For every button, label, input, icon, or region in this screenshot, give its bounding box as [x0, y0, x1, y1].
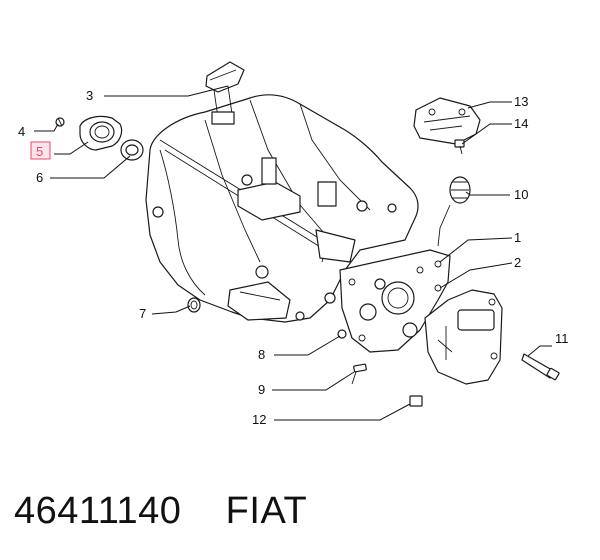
part-7-plug: [187, 297, 201, 313]
part-6-oil-seal: [120, 139, 144, 161]
leader-13: [467, 101, 512, 109]
part-number-caption: 46411140 FIAT: [14, 490, 307, 533]
leader-3: [104, 85, 229, 97]
callout-6: 6: [36, 170, 43, 185]
callout-9: 9: [258, 382, 265, 397]
leader-2: [439, 262, 513, 289]
leader-8: [274, 335, 341, 356]
part-11-long-bolt: [521, 353, 560, 381]
part-14-bolt: [454, 139, 465, 155]
part-number: 46411140: [14, 490, 182, 532]
part-5-cover-flange: [79, 115, 123, 151]
callout-1: 1: [514, 230, 521, 245]
part-3-breather-cap: [205, 61, 245, 125]
leader-14: [461, 123, 512, 145]
callout-labels: 1 2 3 4 5 6 7 8 9 10 11 12 13 14: [18, 88, 569, 427]
leader-12: [274, 403, 411, 421]
leader-6: [50, 155, 131, 179]
callout-12: 12: [252, 412, 266, 427]
leader-11: [527, 345, 552, 357]
part-12-bolt: [409, 395, 423, 407]
leader-10: [465, 191, 510, 196]
leader-7: [151, 305, 191, 315]
callout-13: 13: [514, 94, 528, 109]
brand-name: FIAT: [225, 490, 308, 532]
callout-2: 2: [514, 255, 521, 270]
part-1-end-plate: [339, 249, 451, 353]
part-13-bracket: [413, 97, 481, 145]
gearbox-housing: [145, 94, 419, 323]
callout-8: 8: [258, 347, 265, 362]
callout-5-highlight-box: [30, 141, 51, 160]
callout-5: 5: [36, 144, 43, 159]
part-10-rubber-boot: [437, 176, 471, 247]
part-2-rear-cover: [424, 289, 503, 385]
callout-10: 10: [514, 187, 528, 202]
callout-4: 4: [18, 124, 25, 139]
leader-4: [34, 123, 59, 132]
leader-1: [439, 237, 513, 263]
part-9-bolt: [351, 363, 367, 385]
callout-11: 11: [555, 331, 569, 346]
leader-5: [54, 141, 89, 155]
callout-14: 14: [514, 116, 528, 131]
leader-lines: [34, 85, 552, 421]
callout-7: 7: [139, 306, 146, 321]
callout-3: 3: [86, 88, 93, 103]
leader-9: [272, 371, 355, 391]
